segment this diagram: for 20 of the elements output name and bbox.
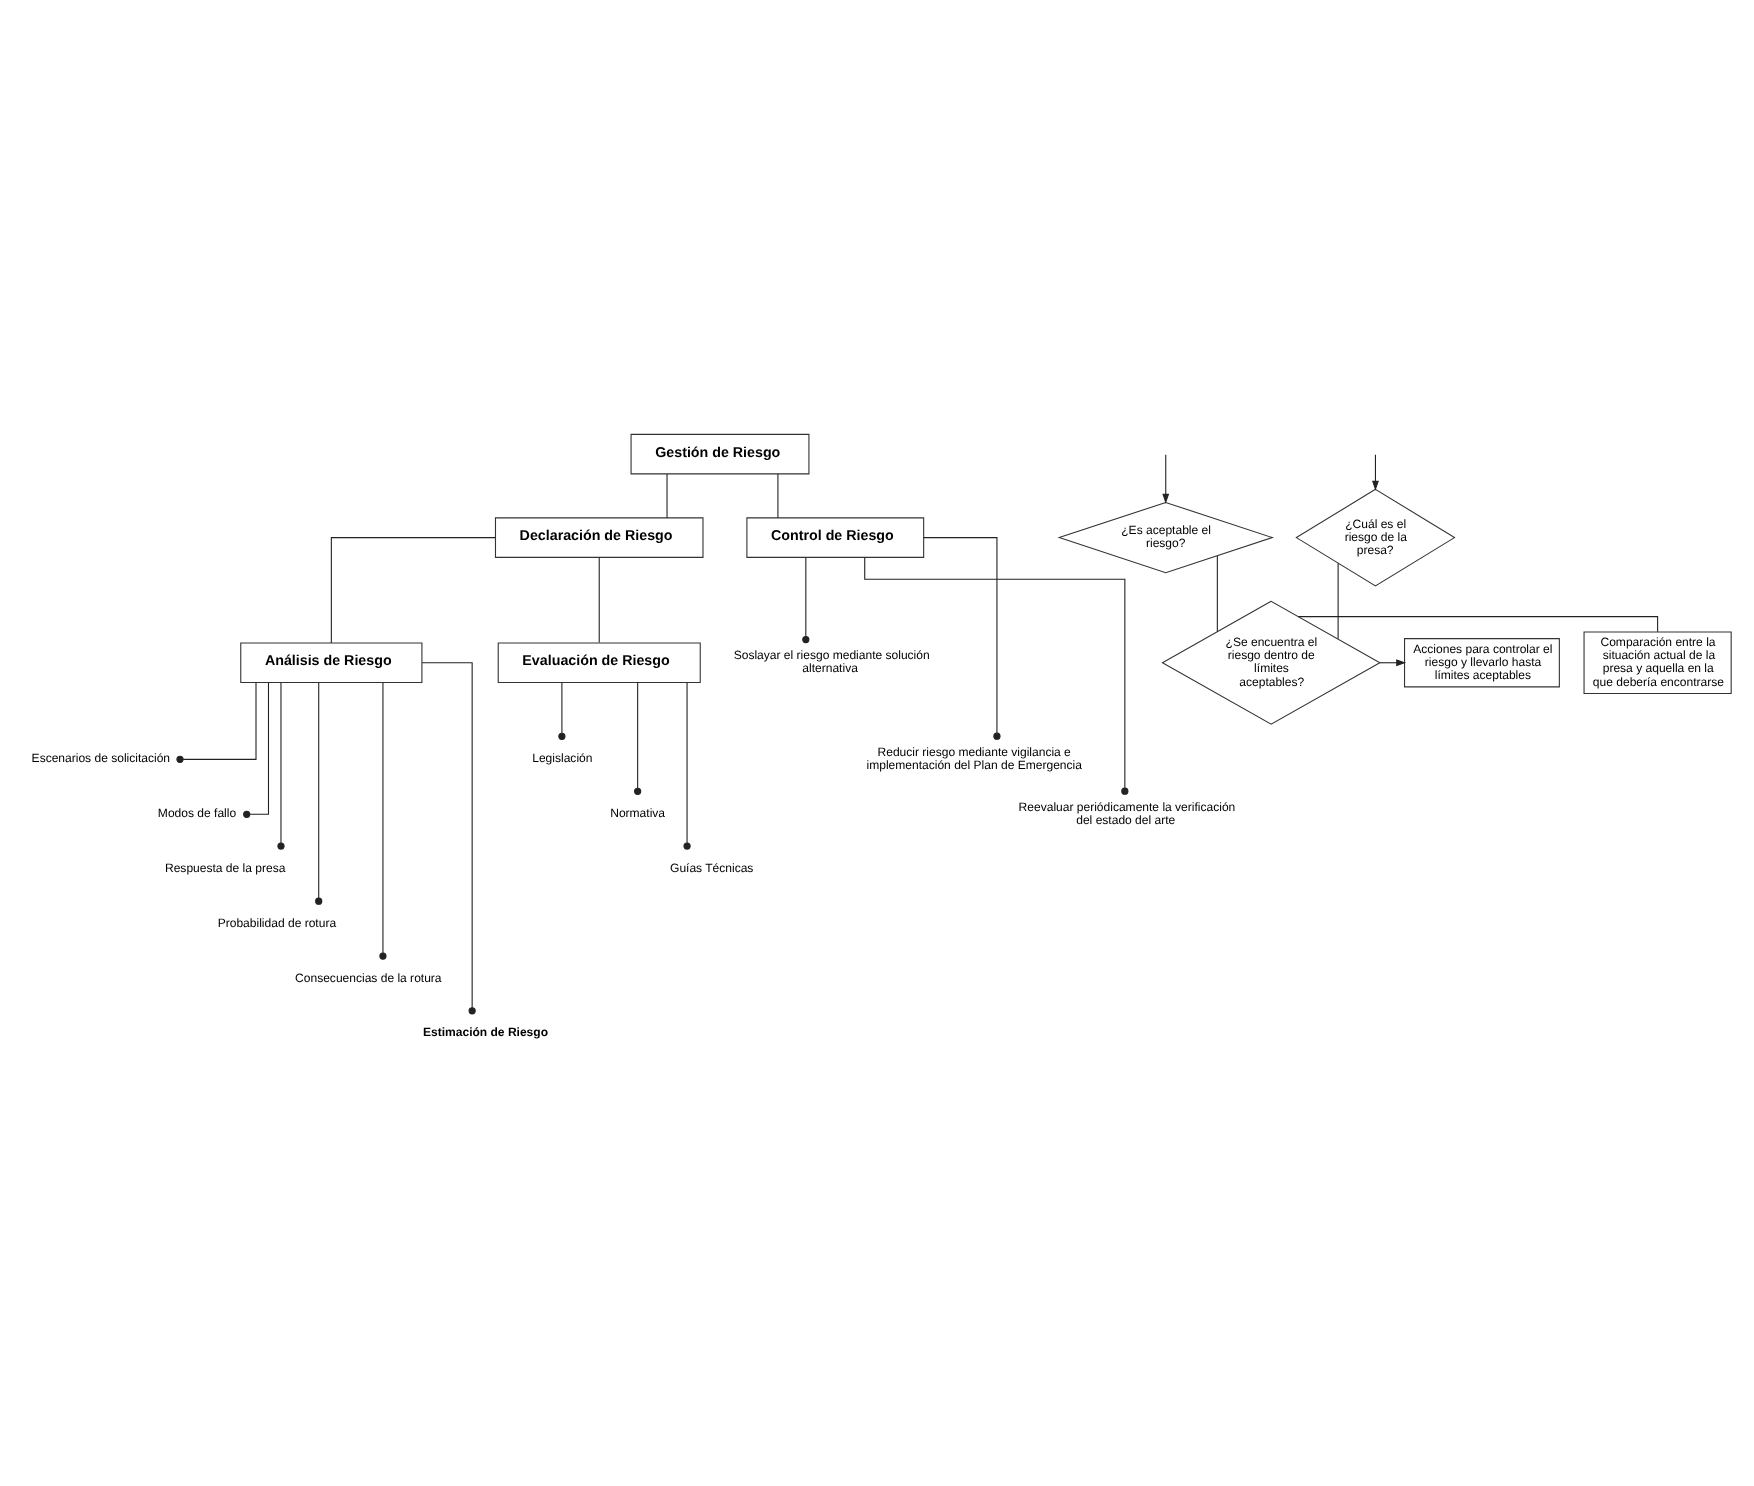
- connector: [330, 536, 496, 643]
- connector: [1297, 615, 1659, 632]
- connector: [379, 681, 387, 959]
- connector: [802, 555, 810, 643]
- connector: [315, 681, 323, 904]
- connector: [634, 681, 642, 794]
- connector: [243, 681, 270, 817]
- arrow: [1162, 453, 1170, 503]
- arrow: [1372, 453, 1379, 490]
- connector: [923, 536, 1001, 739]
- connector: [1337, 561, 1339, 639]
- connector: [421, 661, 476, 1014]
- connector: [176, 681, 257, 762]
- connector: [558, 681, 566, 739]
- connector: [666, 472, 668, 518]
- connector: [598, 555, 600, 643]
- connector: [277, 681, 285, 849]
- connector: [1216, 554, 1218, 632]
- connector: [683, 681, 691, 849]
- connector: [777, 472, 779, 518]
